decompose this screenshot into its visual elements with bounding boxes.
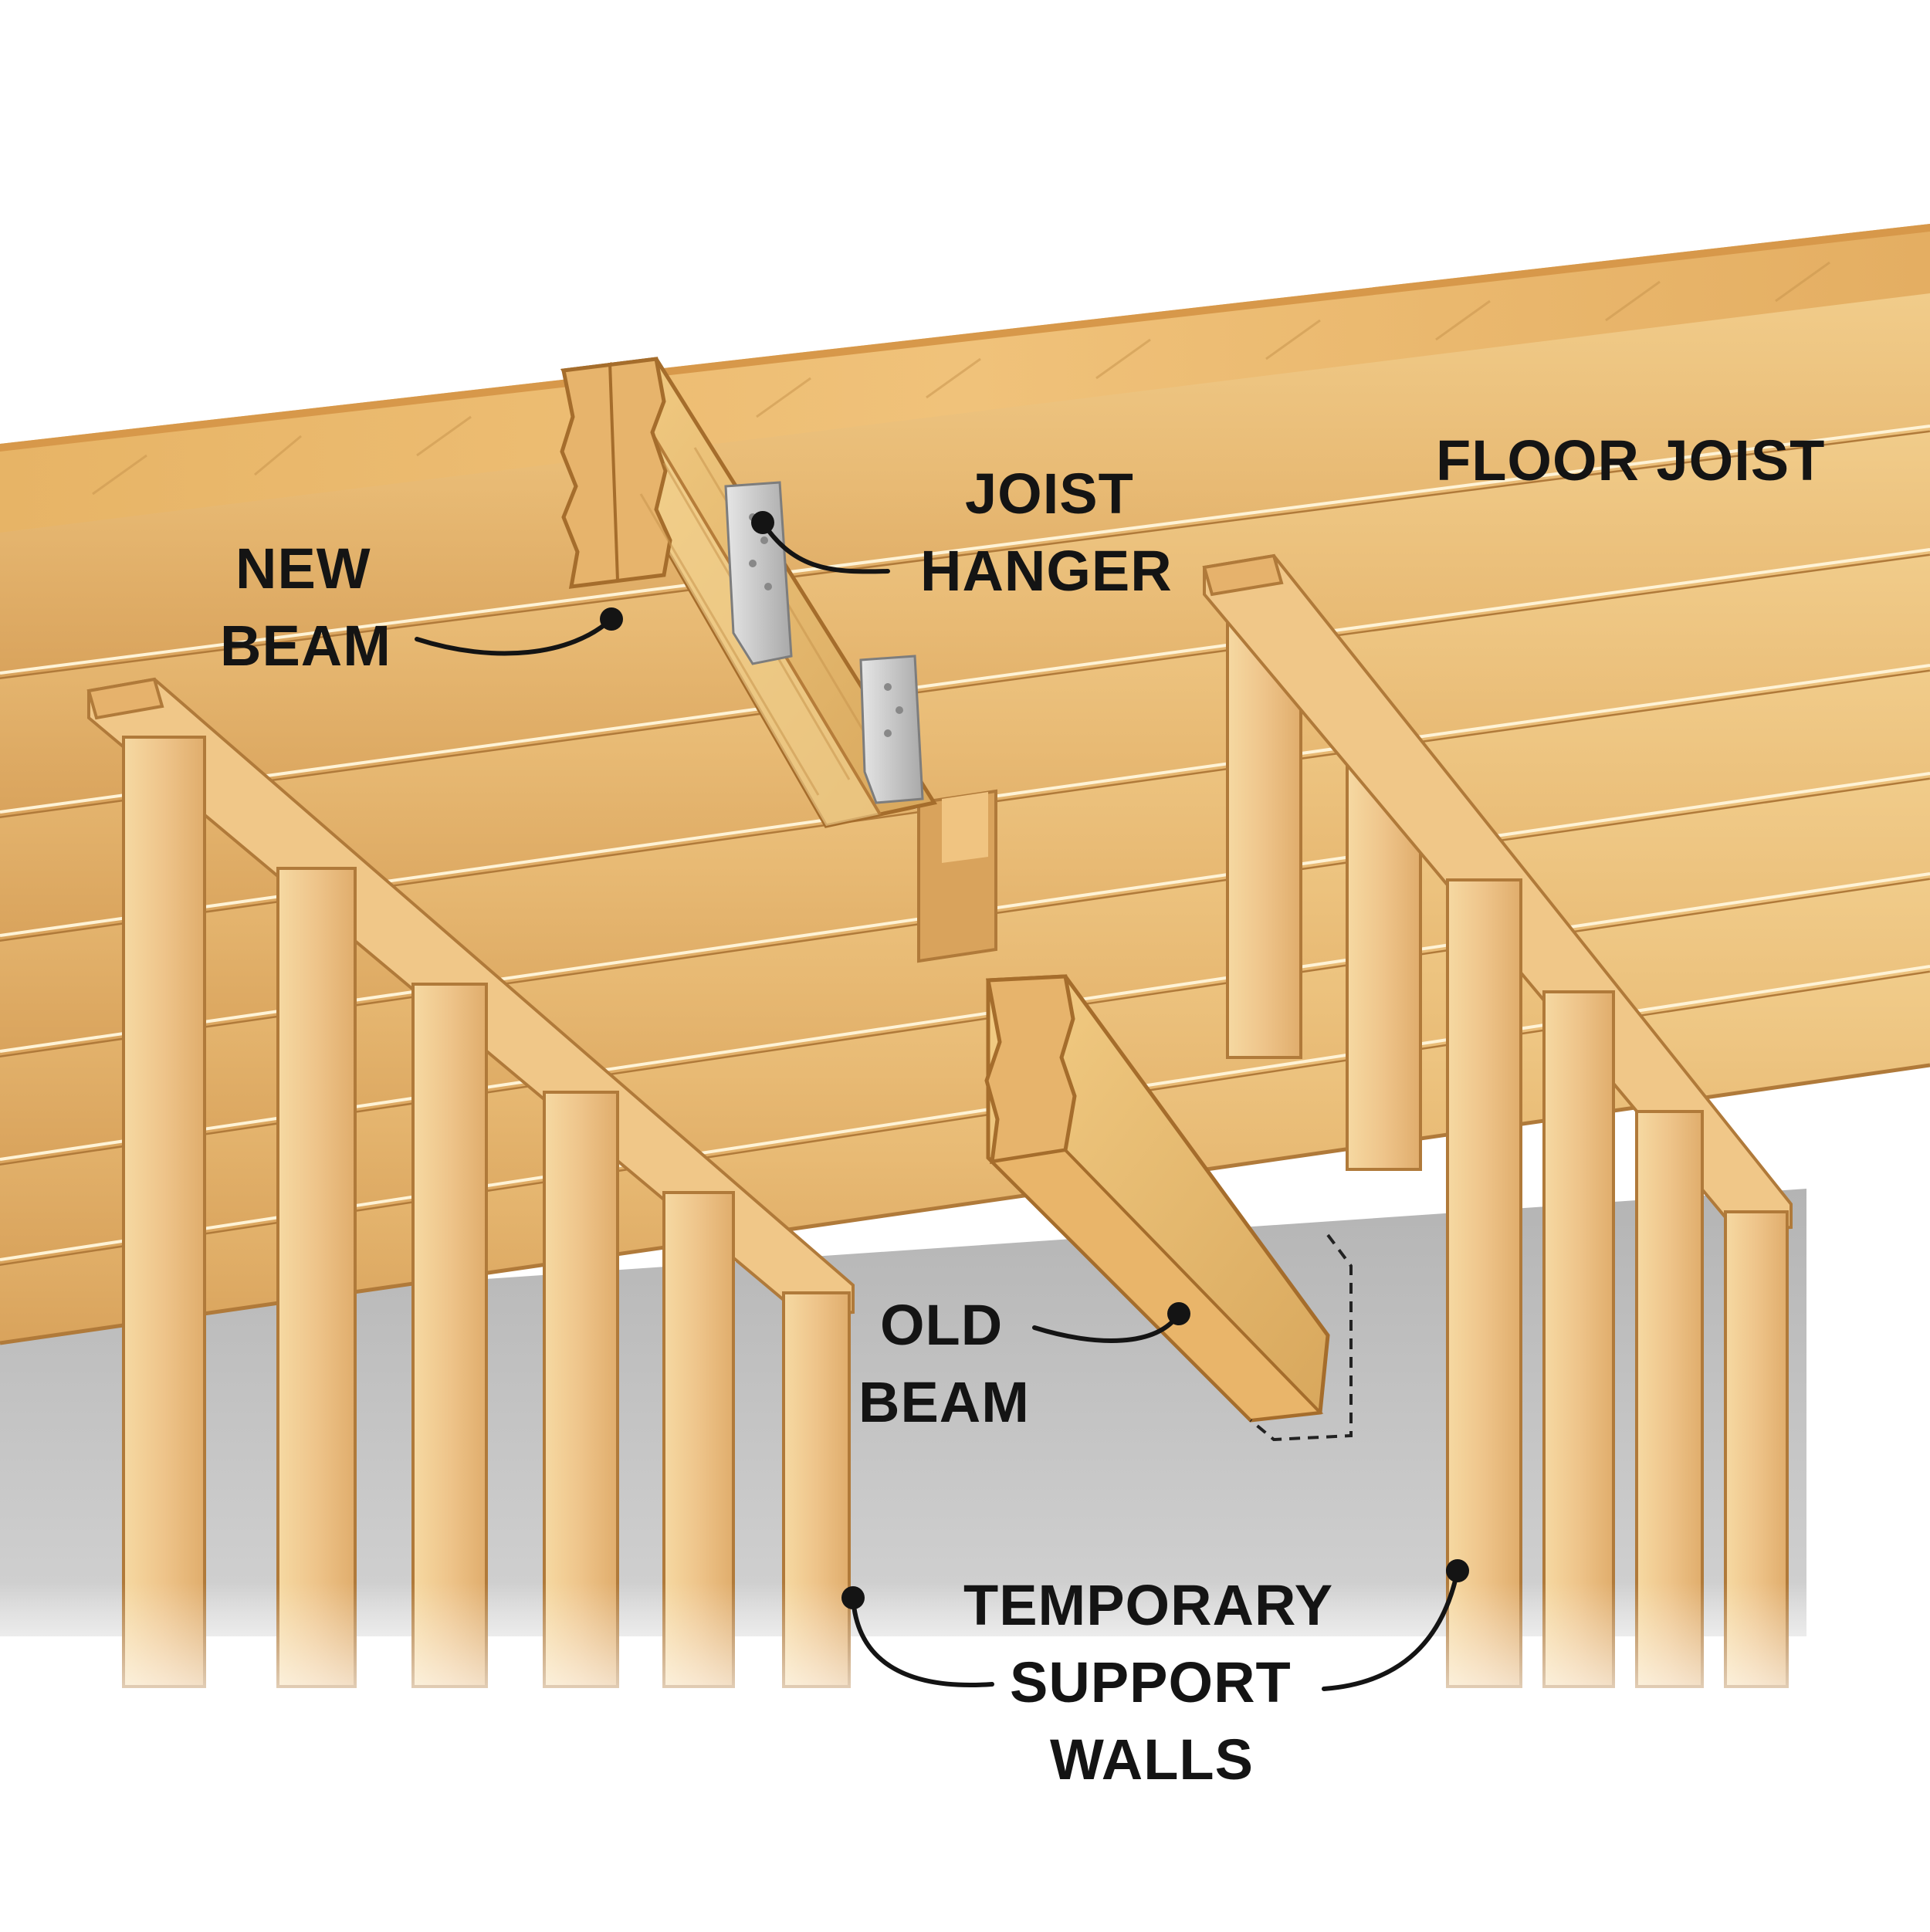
label-temporary-support-walls: TEMPORARY SUPPORT WALLS: [841, 1559, 1469, 1792]
stud: [1446, 878, 1522, 1688]
temporary-wall-left: [86, 677, 855, 1688]
svg-text:TEMPORARY: TEMPORARY: [963, 1573, 1333, 1637]
svg-text:JOIST: JOIST: [965, 462, 1134, 526]
svg-text:BEAM: BEAM: [858, 1370, 1030, 1434]
label-new-beam: NEW BEAM: [220, 536, 623, 678]
stud: [1542, 990, 1615, 1688]
joist-hanger: [859, 655, 924, 804]
stud: [411, 983, 488, 1688]
svg-text:FLOOR JOIST: FLOOR JOIST: [1436, 428, 1825, 492]
stud: [276, 867, 357, 1688]
bottom-fade: [0, 1582, 1930, 1752]
joist-hangers: [724, 481, 924, 804]
svg-text:SUPPORT: SUPPORT: [1010, 1650, 1292, 1714]
stud: [122, 736, 206, 1688]
label-joist-hanger: JOIST HANGER: [751, 462, 1173, 603]
label-old-beam: OLD BEAM: [858, 1293, 1190, 1434]
svg-text:WALLS: WALLS: [1050, 1727, 1254, 1792]
svg-text:BEAM: BEAM: [220, 614, 391, 678]
svg-text:OLD: OLD: [880, 1293, 1003, 1357]
subfloor: [0, 224, 1930, 540]
label-floor-joist: FLOOR JOIST: [1436, 428, 1825, 492]
new-beam: [560, 357, 938, 828]
svg-text:NEW: NEW: [235, 536, 371, 601]
svg-text:HANGER: HANGER: [920, 539, 1173, 603]
joist-hanger: [724, 481, 793, 665]
old-beam: [984, 974, 1353, 1442]
